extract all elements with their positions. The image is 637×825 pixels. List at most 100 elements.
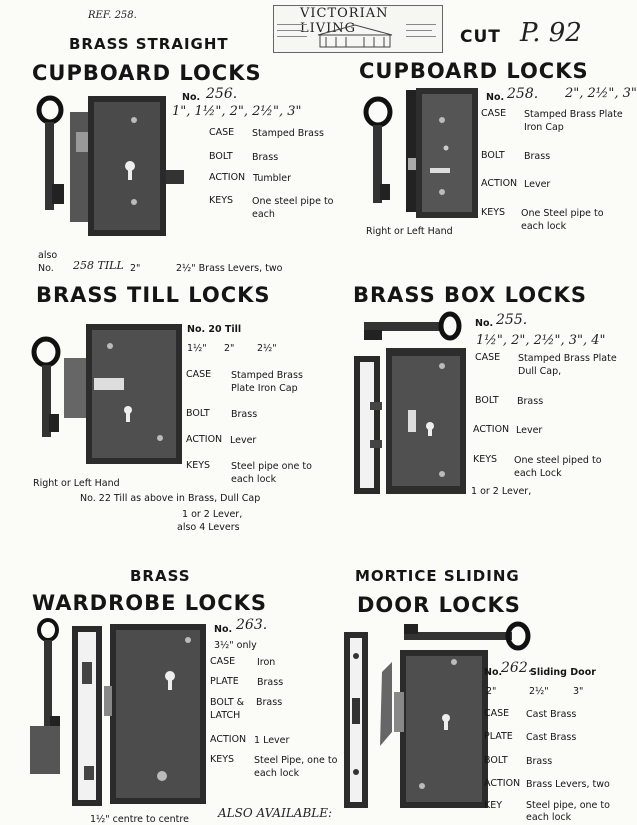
- till-note-3: also 4 Levers: [177, 522, 240, 533]
- till-keys-value: Steel pipe one to each lock: [231, 461, 312, 485]
- box-sizes: 1½", 2", 2½", 3", 4": [476, 333, 606, 348]
- logo-brand-text: VICTORIAN LIVING: [300, 6, 389, 36]
- straight-action-value: Tumbler: [253, 173, 292, 184]
- straight-bolt-value: Brass: [252, 152, 279, 163]
- straight-sizes: 1", 1½", 2", 2½", 3": [172, 104, 302, 119]
- also-note: also: [38, 250, 58, 261]
- box-action-value: Lever: [516, 425, 543, 436]
- sliding-plate-value: Cast Brass: [526, 732, 577, 743]
- straight-cupboard-lock-illustration: [36, 95, 184, 236]
- straight-case-label: CASE: [209, 127, 235, 138]
- box-bolt-label: BOLT: [475, 395, 499, 406]
- wardrobe-lock-illustration: [30, 618, 206, 806]
- box-title: BRASS BOX LOCKS: [353, 283, 587, 307]
- sliding-key-label: KEY: [484, 800, 503, 811]
- till-action-label: ACTION: [186, 434, 223, 445]
- till-number: No. 20 Till: [187, 324, 242, 335]
- cupboard-case-value: Stamped Brass Plate Iron Cap: [524, 109, 623, 133]
- sliding-title: DOOR LOCKS: [357, 593, 521, 617]
- till-caption: Right or Left Hand: [33, 478, 120, 489]
- till-bolt-value: Brass: [231, 409, 258, 420]
- cupboard-no-value: 258.: [507, 86, 539, 102]
- till-action-value: Lever: [230, 435, 257, 446]
- also-sizes: 2": [130, 263, 141, 274]
- straight-no-value: 256.: [206, 86, 238, 102]
- house-logo-icon: [317, 24, 393, 48]
- box-no-value: 255.: [496, 312, 528, 328]
- wardrobe-case-label: CASE: [210, 656, 236, 667]
- box-case-label: CASE: [475, 352, 501, 363]
- cupboard-action-value: Lever: [524, 179, 551, 190]
- reference-note: REF. 258.: [88, 10, 137, 21]
- cut-label: CUT: [460, 27, 501, 47]
- victorian-living-logo: VICTORIAN LIVING: [273, 5, 443, 53]
- sliding-size-1: 2": [486, 686, 497, 697]
- cupboard-no-label: No.: [486, 92, 505, 103]
- cupboard-bolt-value: Brass: [524, 151, 551, 162]
- till-size-3: 2½": [257, 343, 277, 354]
- wardrobe-kicker: BRASS: [130, 567, 191, 585]
- cupboard-keys-label: KEYS: [481, 207, 506, 218]
- sliding-size-3: 3": [573, 686, 584, 697]
- straight-title: CUPBOARD LOCKS: [32, 61, 262, 85]
- straight-keys-label: KEYS: [209, 195, 234, 206]
- till-case-value: Stamped Brass Plate Iron Cap: [231, 370, 303, 394]
- also-description: 2½" Brass Levers, two: [176, 263, 283, 274]
- wardrobe-boltlatch-label: BOLT & LATCH: [210, 697, 245, 721]
- sliding-action-label: ACTION: [484, 778, 521, 789]
- cupboard-action-label: ACTION: [481, 178, 518, 189]
- sliding-plate-label: PLATE: [484, 731, 513, 742]
- wardrobe-title: WARDROBE LOCKS: [32, 591, 268, 615]
- sliding-no-value: 262.: [501, 660, 533, 676]
- wardrobe-case-value: Iron: [257, 657, 276, 668]
- wardrobe-size: 3½" only: [214, 640, 257, 651]
- till-bolt-label: BOLT: [186, 408, 210, 419]
- wardrobe-keys-label: KEYS: [210, 754, 235, 765]
- wardrobe-keys-value: Steel Pipe, one to each lock: [254, 755, 338, 779]
- box-lock-illustration: [354, 311, 466, 494]
- cupboard-caption: Right or Left Hand: [366, 226, 453, 237]
- sliding-no-label: No.: [484, 667, 503, 678]
- sliding-kicker: MORTICE SLIDING: [355, 567, 520, 585]
- sliding-bolt-value: Brass: [526, 756, 553, 767]
- straight-no-label: No.: [182, 92, 201, 103]
- box-keys-value: One steel piped to each Lock: [514, 455, 602, 479]
- sliding-no-desc: Sliding Door: [530, 667, 596, 678]
- till-case-label: CASE: [186, 369, 212, 380]
- till-title: BRASS TILL LOCKS: [36, 283, 271, 307]
- straight-keys-value: One steel pipe to each: [252, 196, 334, 220]
- wardrobe-footer: 1½" centre to centre: [90, 814, 189, 825]
- cupboard-keys-value: One Steel pipe to each lock: [521, 208, 604, 232]
- also-no-label: No.: [38, 263, 54, 274]
- straight-bolt-label: BOLT: [209, 151, 233, 162]
- also-no-value: 258 TILL: [73, 259, 124, 272]
- box-no-label: No.: [475, 318, 494, 329]
- till-note: No. 22 Till as above in Brass, Dull Cap: [80, 493, 261, 504]
- box-action-label: ACTION: [473, 424, 510, 435]
- straight-kicker: BRASS STRAIGHT: [69, 35, 229, 53]
- sliding-key-value: Steel pipe, one to each lock: [526, 800, 610, 823]
- till-size-2: 2": [224, 343, 235, 354]
- cupboard-lock-illustration: [363, 88, 478, 218]
- cut-page-number: P. 92: [520, 18, 582, 48]
- wardrobe-action-value: 1 Lever: [254, 735, 290, 746]
- straight-action-label: ACTION: [209, 172, 246, 183]
- sliding-case-value: Cast Brass: [526, 709, 577, 720]
- cupboard-bolt-label: BOLT: [481, 150, 505, 161]
- wardrobe-boltlatch-value: Brass: [256, 697, 283, 708]
- cupboard-case-label: CASE: [481, 108, 507, 119]
- also-available-note: ALSO AVAILABLE:: [218, 806, 333, 820]
- sliding-bolt-label: BOLT: [484, 755, 508, 766]
- wardrobe-plate-label: PLATE: [210, 676, 239, 687]
- box-case-value: Stamped Brass Plate Dull Cap,: [518, 353, 617, 377]
- till-note-2: 1 or 2 Lever,: [182, 509, 243, 520]
- wardrobe-no-label: No.: [214, 624, 233, 635]
- till-size-1: 1½": [187, 343, 207, 354]
- till-keys-label: KEYS: [186, 460, 211, 471]
- box-note: 1 or 2 Lever,: [471, 486, 532, 497]
- box-keys-label: KEYS: [473, 454, 498, 465]
- sliding-size-2: 2½": [529, 686, 549, 697]
- sliding-action-value: Brass Levers, two: [526, 779, 610, 790]
- sliding-case-label: CASE: [484, 708, 510, 719]
- wardrobe-action-label: ACTION: [210, 734, 247, 745]
